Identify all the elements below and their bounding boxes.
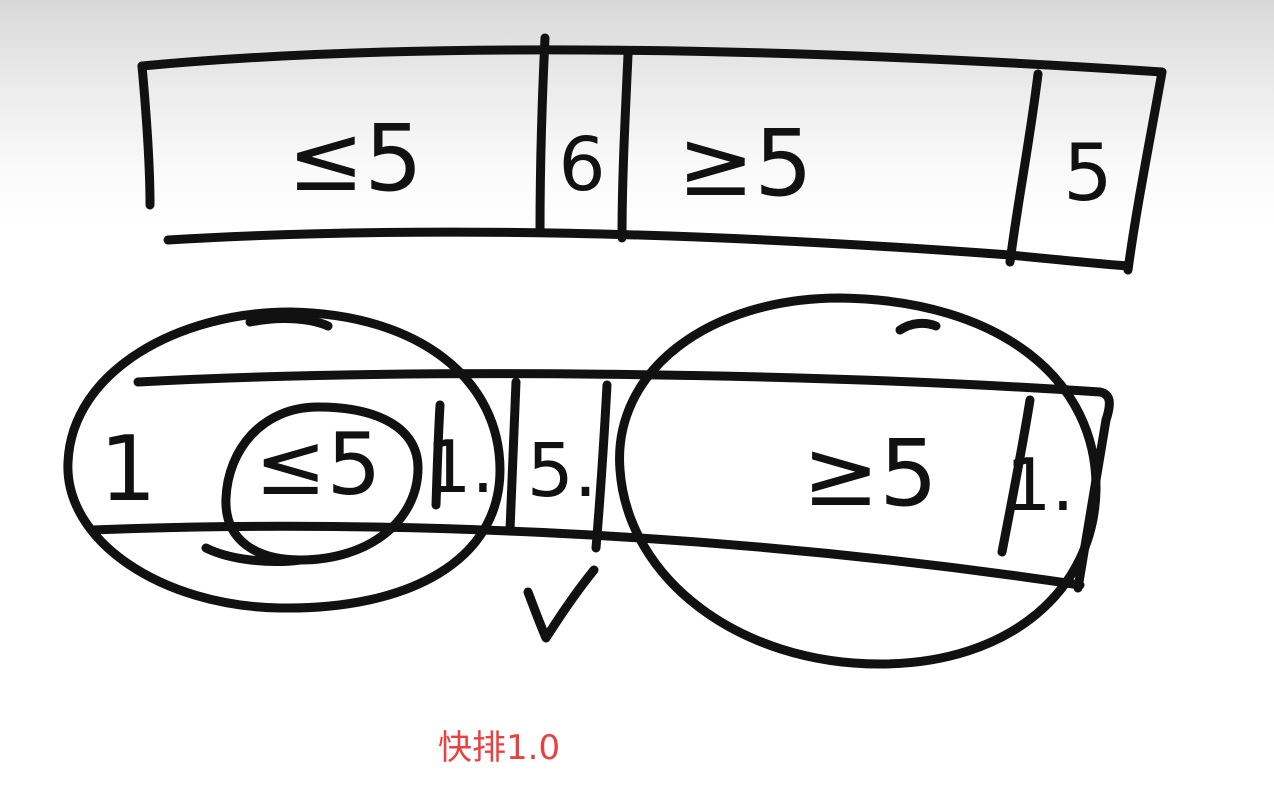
top-label-last-5: 5: [1063, 129, 1113, 219]
left-partition-circle-stroke-tail: [245, 314, 333, 331]
bottom-array-divider-1: [431, 400, 445, 510]
bottom-array-divider-2: [505, 377, 521, 535]
top-array-bottom-edge: [163, 227, 1133, 271]
inner-subpartition-circle-tail: [201, 543, 305, 566]
right-partition-circle-tail: [895, 318, 941, 335]
bottom-label-1-dot-left: 1.: [426, 425, 495, 509]
bottom-array-bottom-edge: [87, 521, 1085, 590]
top-label-pivot-6: 6: [558, 122, 605, 208]
left-partition-circle: [63, 307, 505, 613]
bottom-array: [87, 369, 1114, 593]
top-label-less-equal-5: ≤5: [287, 105, 423, 212]
top-array-right-edge: [1123, 67, 1167, 275]
bottom-label-1: 1: [99, 417, 156, 522]
top-array-divider-2: [617, 50, 633, 243]
bottom-label-greater-equal-5: ≥5: [802, 420, 938, 527]
top-array-divider-3: [1005, 69, 1043, 267]
top-array-divider-1: [535, 33, 550, 237]
top-array: [137, 33, 1167, 275]
bottom-label-less-equal-5: ≤5: [255, 415, 382, 515]
bottom-array-divider-4: [997, 395, 1035, 557]
top-array-top-edge: [137, 45, 1167, 77]
check-mark-stroke: [523, 565, 599, 643]
top-label-greater-equal-5: ≥5: [677, 110, 813, 217]
bottom-label-1-dot-right: 1.: [1006, 443, 1075, 527]
top-array-left-edge: [137, 61, 155, 210]
bottom-label-pivot-5: 5.: [527, 428, 598, 514]
right-partition-circle: [615, 293, 1101, 669]
bottom-array-top-edge: [133, 369, 1114, 425]
bottom-array-divider-3: [591, 380, 612, 553]
diagram-caption: 快排1.0: [438, 728, 561, 768]
check-mark: ✓: [559, 638, 561, 641]
